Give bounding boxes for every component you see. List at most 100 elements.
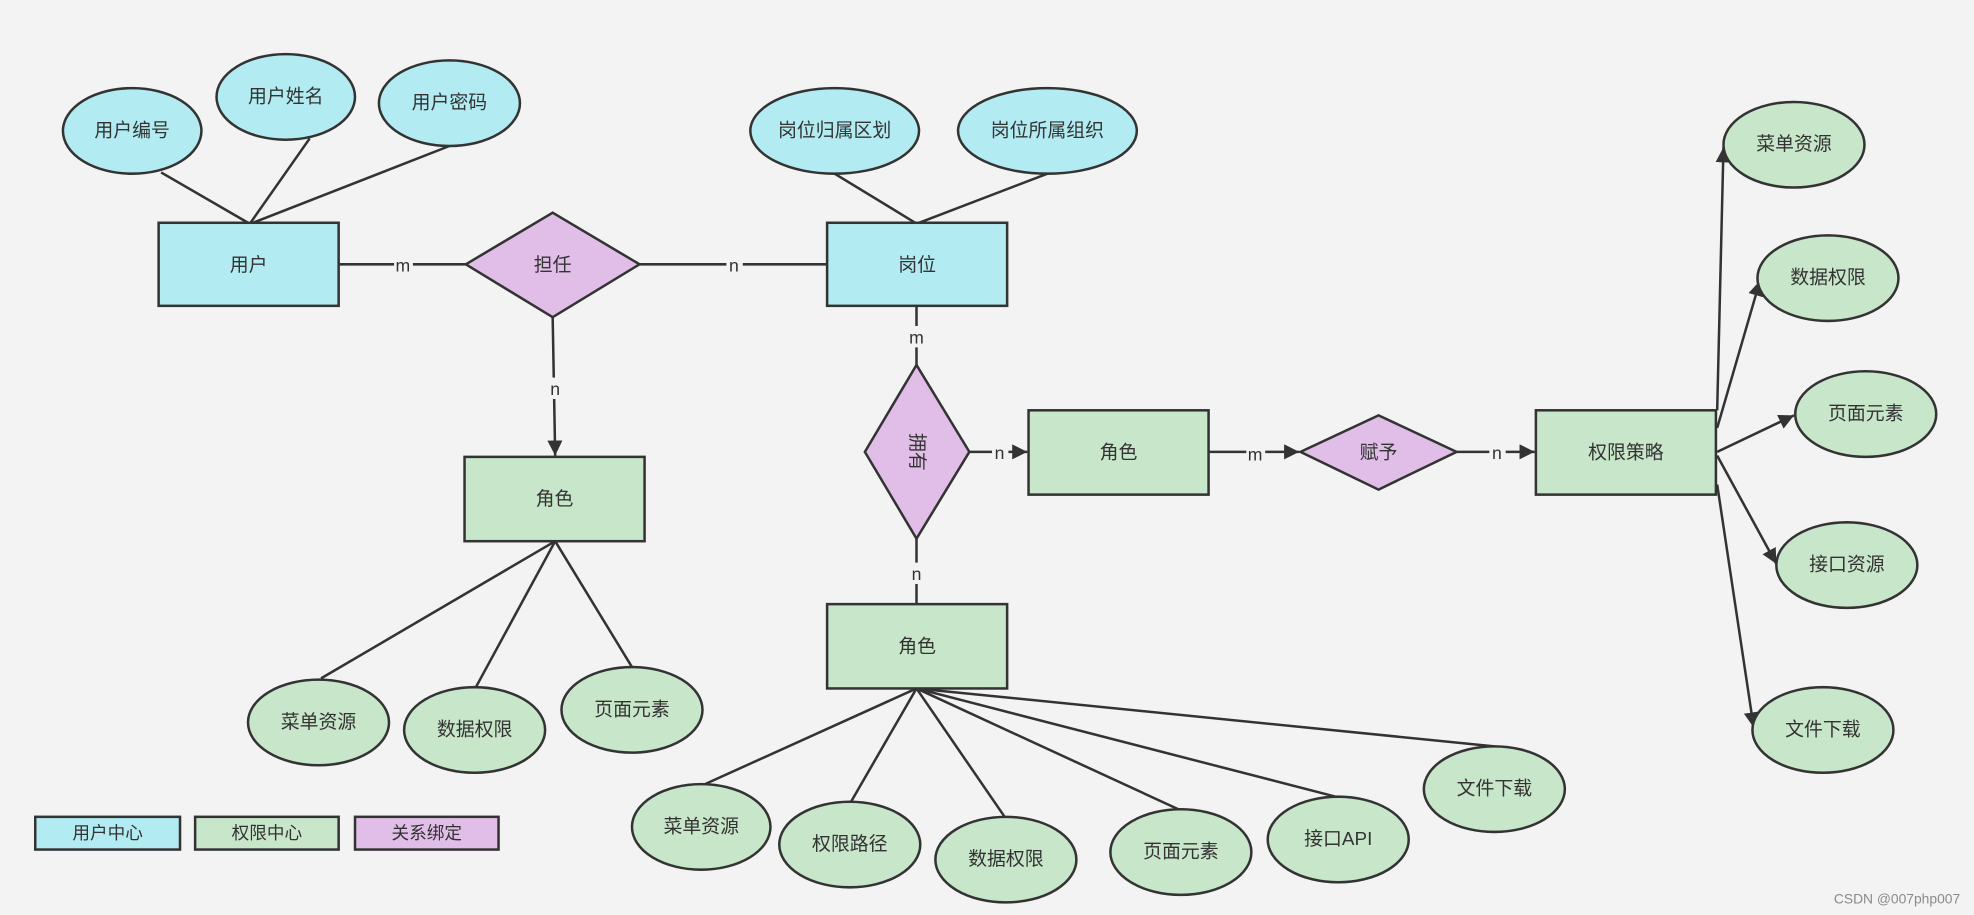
entity-policy: 权限策略 [1534, 409, 1718, 496]
cardinality-grant-policy: n [1492, 443, 1502, 463]
relation-diamond [1297, 413, 1460, 491]
attribute-ellipse [1109, 808, 1253, 897]
connector-policy-menu [1715, 147, 1731, 411]
attribute-ellipse [778, 800, 922, 889]
legend-label: 权限中心 [232, 823, 302, 843]
attribute-label: 岗位所属组织 [991, 119, 1104, 141]
attribute-label: 用户姓名 [248, 85, 324, 107]
attribute-user-name: 用户姓名 [215, 52, 357, 141]
entity-box [1027, 409, 1210, 496]
connector-post-region [834, 172, 916, 224]
relation-hold: 担任 [463, 211, 642, 319]
connector-policy-data [1715, 280, 1764, 429]
attribute-ellipse [1775, 521, 1919, 610]
relation-grant: 赋予 [1297, 413, 1460, 491]
cardinality-bg [907, 325, 927, 348]
connector-policy-page [1716, 414, 1795, 453]
connector-user-password [252, 144, 450, 224]
watermark: CSDN @007php007 [1834, 891, 1960, 907]
resource-permission-path: 权限路径 [778, 800, 922, 889]
cardinality-bg [546, 377, 563, 399]
relation-own: 拥有 [863, 362, 971, 542]
resource-menu: 菜单资源 [630, 782, 772, 871]
entity-role-left: 角色 [463, 455, 646, 543]
attribute-label: 页面元素 [594, 698, 670, 720]
entity-box [463, 455, 646, 543]
attribute-label: 数据权限 [437, 718, 513, 740]
attribute-ellipse [1422, 745, 1567, 834]
legend-item-relation-binding: 关系绑定 [353, 815, 500, 851]
attribute-ellipse [402, 685, 547, 775]
connector-policy-file [1715, 484, 1759, 728]
cardinality-role-grant: m [1248, 444, 1263, 464]
resource-data-permission: 数据权限 [1756, 234, 1900, 323]
attribute-post-organization: 岗位所属组织 [956, 86, 1139, 175]
cardinality-own-role-bottom: n [912, 564, 922, 584]
attribute-ellipse [246, 678, 391, 767]
connector-role-bottom-path [849, 687, 918, 803]
cardinality-bg [1246, 443, 1266, 465]
attribute-ellipse [1751, 685, 1895, 775]
entity-label: 角色 [536, 488, 574, 510]
attribute-label: 页面元素 [1828, 403, 1904, 425]
connector-role-bottom-data [915, 687, 1006, 818]
legend-item-permission-center: 权限中心 [193, 815, 340, 851]
resource-data-permission: 数据权限 [934, 815, 1078, 904]
resource-api: 接口API [1266, 795, 1410, 884]
entity-box [825, 602, 1009, 690]
connector-user-id [160, 171, 249, 224]
connector-user-name [249, 137, 311, 224]
attribute-label: 菜单资源 [1756, 133, 1832, 155]
attribute-label: 数据权限 [968, 848, 1044, 870]
attribute-label: 页面元素 [1143, 841, 1219, 863]
entity-label: 角色 [898, 635, 936, 657]
entity-label: 岗位 [898, 254, 936, 276]
cardinality-bg [394, 254, 413, 276]
attribute-ellipse [1266, 795, 1410, 884]
resource-data-permission: 数据权限 [402, 685, 547, 775]
connector-role-bottom-menu [704, 687, 918, 786]
legend-label: 关系绑定 [392, 823, 462, 843]
connector-role-left-data [474, 540, 557, 688]
attribute-user-id: 用户编号 [61, 86, 203, 175]
relation-diamond [863, 362, 971, 542]
attribute-label: 文件下载 [1785, 718, 1861, 740]
entity-box [825, 221, 1009, 308]
attribute-label: 岗位归属区划 [778, 119, 891, 141]
attribute-ellipse [560, 665, 704, 754]
attribute-ellipse [956, 86, 1139, 175]
cardinality-user-hold: m [396, 256, 411, 276]
entity-post: 岗位 [825, 221, 1009, 308]
legend-label: 用户中心 [72, 823, 142, 843]
cardinality-bg [908, 562, 926, 584]
attribute-ellipse [377, 59, 522, 148]
attribute-ellipse [749, 86, 921, 175]
attribute-ellipse [215, 52, 357, 141]
cardinality-bg [726, 254, 743, 276]
attribute-label: 用户编号 [94, 119, 170, 141]
attribute-user-password: 用户密码 [377, 59, 522, 148]
connector-role-bottom-page [915, 687, 1179, 811]
cardinality-hold-post: n [729, 256, 739, 276]
legend: 用户中心 权限中心 关系绑定 [33, 815, 500, 851]
entity-label: 权限策略 [1588, 442, 1664, 464]
attribute-ellipse [630, 782, 772, 871]
relation-diamond [463, 211, 642, 319]
attribute-ellipse [1756, 234, 1900, 323]
entity-role-right: 角色 [1027, 409, 1210, 496]
resource-file-download: 文件下载 [1751, 685, 1895, 775]
entity-user: 用户 [157, 221, 340, 308]
attribute-label: 用户密码 [412, 92, 488, 114]
attribute-label: 接口资源 [1809, 554, 1885, 576]
entity-label: 用户 [230, 254, 268, 276]
entity-box [1534, 409, 1718, 496]
attribute-label: 权限路径 [812, 833, 888, 855]
connector-role-bottom-file [916, 687, 1495, 748]
connector-role-bottom-api [916, 687, 1337, 798]
connector-role-left-menu [320, 540, 556, 680]
cardinality-bg [992, 441, 1009, 464]
cardinality-post-own: m [909, 327, 924, 347]
attribute-label: 文件下载 [1457, 778, 1533, 800]
entity-role-bottom: 角色 [825, 602, 1009, 690]
cardinality-bg [1489, 441, 1506, 464]
